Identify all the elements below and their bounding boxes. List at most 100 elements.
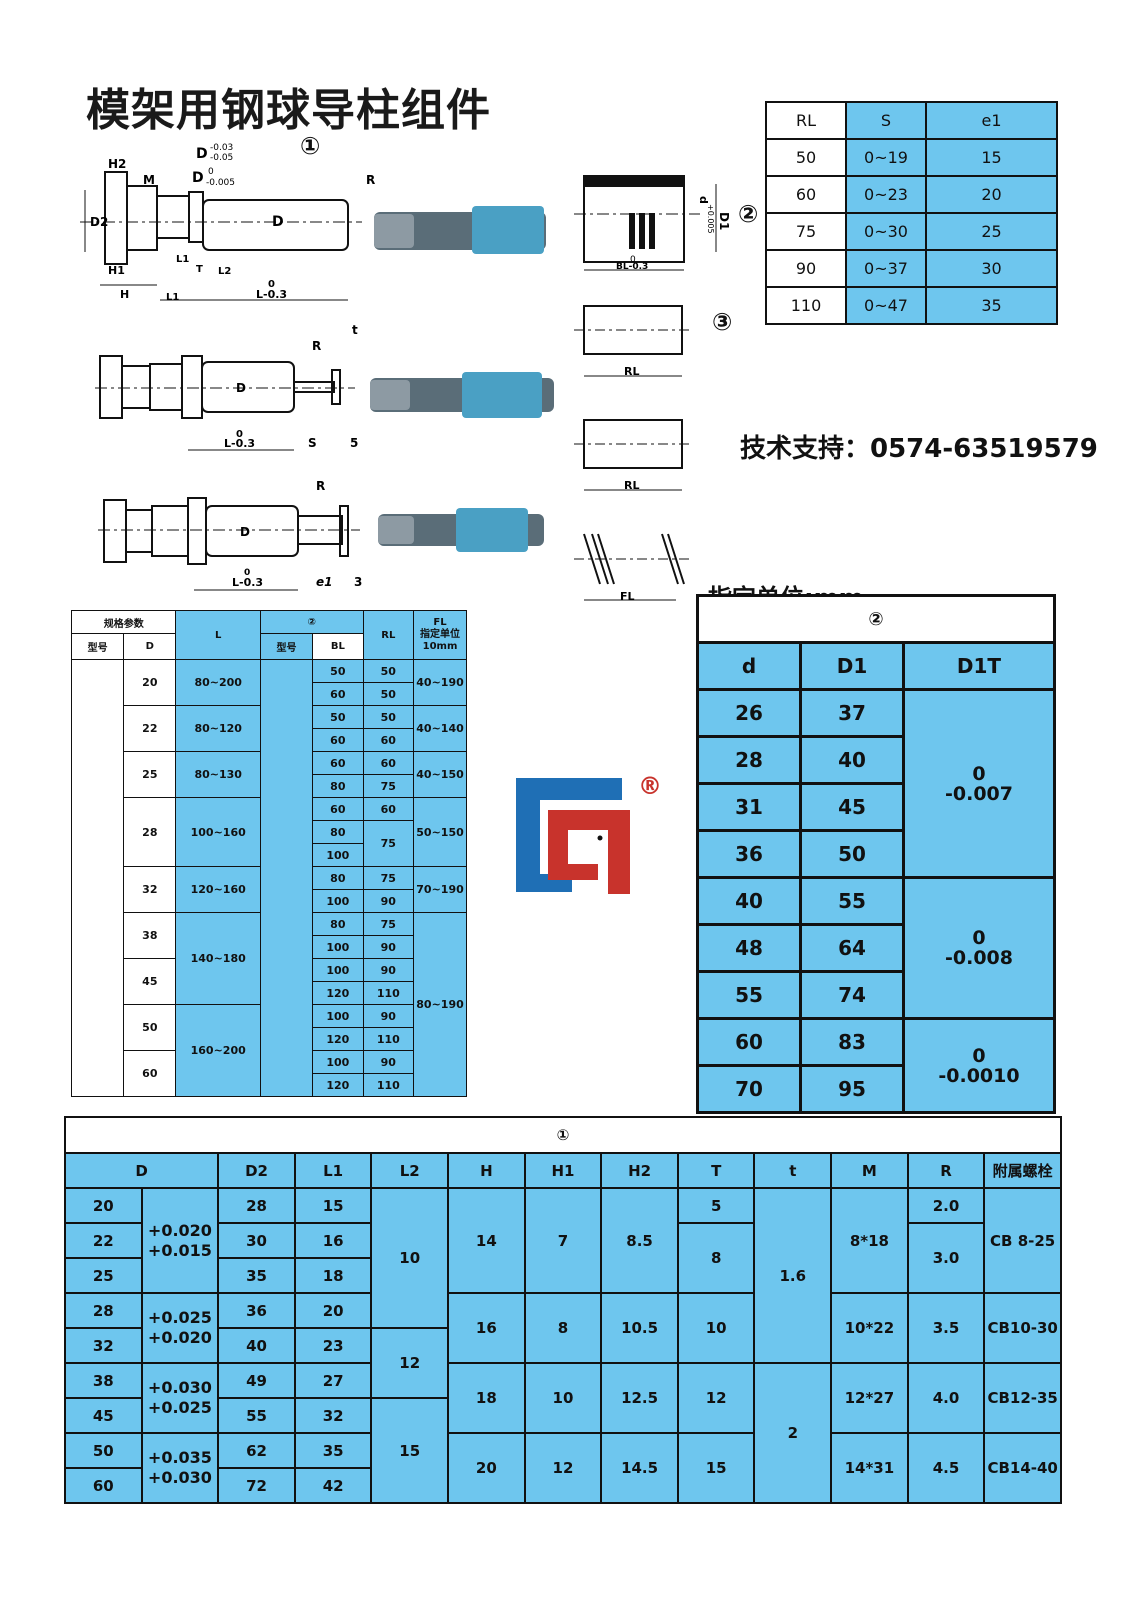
label-r: R [366,173,375,187]
header-t: T [676,1152,756,1189]
cell: 90 [362,1004,415,1028]
cell: 120~160 [175,866,261,913]
cell: 25 [64,1257,143,1294]
tolerance-cell-2: 0 -0.008 [902,876,1056,1020]
table-row: 60 0~23 20 [765,175,1058,214]
cell: 120 [312,1073,364,1097]
rl-header-2: RL [362,610,415,660]
cell: 40~150 [413,751,467,798]
tol-upper: +0.020 [147,1220,212,1240]
section-mark-one: ① [300,132,321,160]
cell: 110 [765,286,847,325]
table-row: 120 110 [72,1073,467,1097]
cell: 140~180 [175,912,261,1005]
header-l1: L1 [293,1152,373,1189]
table-row: 20 +0.020 +0.015 28 15 10 14 7 8.5 5 1.6… [64,1187,1062,1364]
spec-parameter-table: 规格参数 L ② RL FL 指定单位 10mm 型号 D 型号 BL 20 8… [70,610,467,1097]
l-header: L [175,610,261,660]
cell: 50 [123,1004,177,1051]
label-l-tol-1: 0 [268,279,275,290]
d-table-caption: ② [696,594,1056,644]
cell: 28 [64,1292,143,1329]
cell: 8 [523,1292,603,1364]
d-d1-table: ② d D1 D1T 26 37 0 -0.007 28 40 31 45 36… [696,594,1056,1114]
table-row: 20 80~200 50 50 40~190 [70,659,467,1097]
bl-header: BL [312,633,364,660]
table-row: 38 +0.030 +0.025 49 27 18 10 12.5 12 2 1… [64,1362,1062,1504]
model2-cell [259,659,314,1097]
guide-post-dimension-table: ① D D2 L1 L2 H H1 H2 T t M R 附属螺栓 20 +0.… [63,1116,1062,1504]
guide-post-drawing-1 [80,171,362,301]
cell: 40 [799,735,905,785]
cell: 160~200 [175,1004,261,1097]
table-row: 60 100 90 [72,1050,467,1097]
header-h1: H1 [523,1152,603,1189]
cell: 12 [523,1432,603,1504]
cell: 60 [362,728,415,752]
cell: 20 [293,1292,373,1329]
cell: 80~130 [175,751,261,798]
cell: 37 [799,688,905,738]
table-row: 60 60 [72,728,467,752]
table-row: 80 75 [72,820,467,867]
cell: 0~47 [845,286,927,325]
tolerance-cell-1: 0 -0.007 [902,688,1056,879]
label-l1-a: L1 [176,254,189,265]
cell: 3.5 [906,1292,986,1364]
table-row: 22 30 16 8 3.0 [64,1222,1061,1294]
label-rl-2: RL [624,479,639,492]
cell: 100 [312,843,364,867]
cell: 30 [217,1222,296,1259]
label-l-base-2: L-0.3 [224,437,255,450]
bushing-section-drawing [574,175,717,271]
cell: 55 [696,970,802,1020]
label-d-top2: D [192,170,204,186]
table-row: 28 40 [696,735,1055,785]
header-h2: H2 [600,1152,679,1189]
label-d-top1: D [196,146,208,162]
table-row: 100 90 [72,889,467,913]
table-row: 36 50 [696,829,1055,879]
fl-header: FL 指定单位 10mm [413,610,467,660]
cell: 75 [765,212,847,251]
registered-mark: ® [638,772,662,800]
cell: 16 [447,1292,526,1364]
guide-post-drawing-2 [95,355,355,451]
cell: 100 [312,935,364,959]
table-row: 100 90 [72,935,467,959]
table-row: 100 [72,843,467,867]
cell: 50 [312,705,364,729]
cell: 28 [123,797,177,867]
cell: 12 [370,1327,450,1399]
cell: 7 [523,1187,603,1294]
cell: 23 [293,1327,373,1364]
cell: 50 [362,705,415,729]
two-header: ② [259,610,364,634]
table-row: 45 55 32 15 [64,1397,1061,1504]
cell: 70~190 [413,866,467,913]
table-row: 60 72 42 [64,1467,1061,1504]
label-r-3: R [316,479,325,493]
cell: 60 [123,1050,177,1097]
tol-lower: -0.008 [945,947,1013,969]
cell: 18 [447,1362,526,1434]
cell: 90 [362,1050,415,1074]
spec-header: 规格参数 [70,610,177,634]
model-header: 型号 [70,633,125,660]
label-d-3: D [240,525,250,539]
tol-lower: +0.015 [147,1240,212,1260]
cell: 62 [217,1432,296,1469]
label-d-top2-sub: -0.005 [206,178,235,188]
cell: 12 [676,1362,756,1434]
label-t: T [196,264,203,275]
section-mark-three: ③ [712,308,733,336]
cell: 28 [696,735,802,785]
cell: 36 [217,1292,296,1329]
cell: 15 [370,1397,450,1504]
tol-lower: -0.0010 [938,1064,1020,1087]
cell: 100 [312,1050,364,1074]
fl-header-line3: 10mm [422,641,458,652]
logo-mark [516,778,630,894]
cell: 50 [312,659,364,683]
cell: 80 [312,820,364,844]
